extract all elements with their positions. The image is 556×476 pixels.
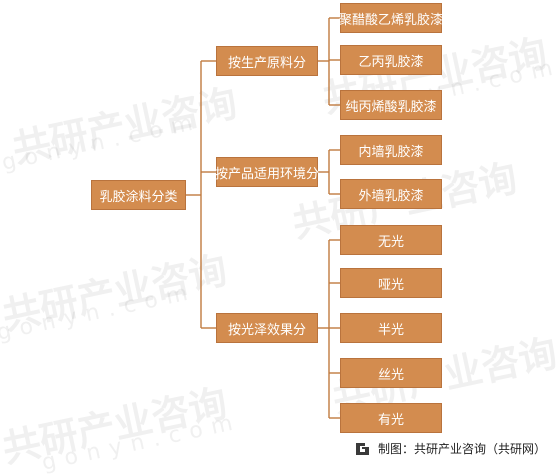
branch-label: 按产品适用环境分 (215, 166, 320, 182)
leaf-node: 半光 (340, 313, 442, 343)
leaf-label: 乙丙乳胶漆 (358, 54, 424, 70)
leaf-label: 外墙乳胶漆 (358, 188, 424, 204)
tree-connectors (186, 17, 340, 419)
leaf-label: 纯丙烯酸乳胶漆 (345, 99, 437, 115)
leaf-node: 纯丙烯酸乳胶漆 (340, 90, 442, 120)
leaf-node: 乙丙乳胶漆 (340, 45, 442, 75)
gonyn-logo-icon (354, 441, 372, 457)
footer-text: 制图：共研产业咨询（共研网） (377, 442, 546, 456)
branch-label: 按生产原料分 (227, 55, 306, 71)
branch-node-raw-material: 按生产原料分 (216, 46, 318, 76)
leaf-node: 哑光 (340, 268, 442, 298)
leaf-label: 内墙乳胶漆 (358, 144, 424, 160)
leaf-label: 聚醋酸乙烯乳胶漆 (339, 12, 444, 28)
branch-node-gloss: 按光泽效果分 (216, 313, 318, 343)
leaf-node: 内墙乳胶漆 (340, 135, 442, 165)
branch-label: 按光泽效果分 (227, 322, 306, 338)
leaf-label: 丝光 (377, 367, 404, 383)
branch-node-environment: 按产品适用环境分 (215, 157, 320, 187)
leaf-node: 聚醋酸乙烯乳胶漆 (339, 3, 444, 33)
source-footer: 制图：共研产业咨询（共研网） (354, 440, 546, 457)
leaf-node: 丝光 (340, 358, 442, 388)
leaf-node: 无光 (340, 225, 442, 255)
root-label: 乳胶涂料分类 (99, 189, 178, 205)
leaf-label: 半光 (377, 322, 404, 338)
leaf-label: 有光 (377, 412, 404, 428)
leaf-label: 哑光 (377, 277, 404, 293)
root-node: 乳胶涂料分类 (91, 180, 186, 210)
leaf-node: 有光 (340, 403, 442, 433)
leaf-node: 外墙乳胶漆 (340, 179, 442, 209)
leaf-label: 无光 (377, 234, 404, 250)
